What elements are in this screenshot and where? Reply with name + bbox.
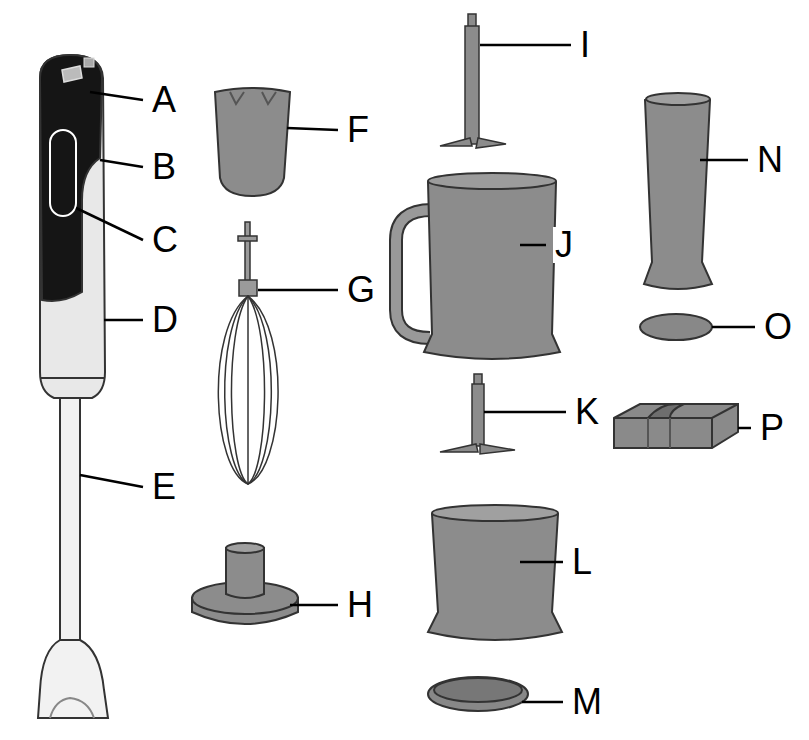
leader-lines-part — [700, 159, 748, 162]
beaker-base — [640, 314, 712, 340]
part-letter: A — [150, 82, 178, 118]
measuring-jug-part — [428, 173, 556, 189]
part-letter: L — [570, 544, 594, 580]
measuring-jug — [396, 173, 560, 359]
leader-lines-part — [520, 244, 546, 247]
chopper-bowl-part — [428, 509, 562, 640]
blending-shaft-part — [60, 398, 80, 642]
chopper-lid-part — [226, 548, 264, 598]
chopper-lid-part — [226, 543, 264, 553]
whisk-adapter-part — [215, 88, 290, 196]
blending-shaft-part — [50, 698, 94, 718]
leader-lines-part — [522, 701, 563, 704]
part-letter: E — [150, 469, 178, 505]
chopper-blade-small — [440, 374, 515, 454]
measuring-jug-part — [396, 210, 432, 338]
leader-lines-part — [76, 208, 143, 240]
leader-lines-part — [100, 160, 143, 167]
wall-holder-part — [648, 418, 670, 448]
leader-lines-part — [290, 604, 338, 607]
part-letter: I — [578, 27, 592, 63]
leader-lines-part — [480, 44, 571, 47]
measuring-jug-part — [396, 210, 432, 338]
tall-beaker — [644, 93, 712, 289]
leader-lines-part — [258, 289, 338, 292]
whisk-part — [231, 296, 264, 484]
leader-lines-part — [738, 427, 751, 430]
chopper-blade-large-part — [440, 138, 506, 148]
leader-lines-part — [520, 561, 563, 564]
whisk-adapter-part — [230, 92, 276, 104]
bowl-base-part — [428, 677, 528, 711]
whisk-part — [225, 296, 248, 484]
part-letter: D — [150, 302, 180, 338]
whisk-adapter — [215, 88, 290, 196]
motor-unit-part — [40, 55, 105, 398]
wall-holder-part — [614, 404, 738, 418]
wall-holder — [614, 404, 738, 448]
whisk-part — [239, 280, 257, 296]
leader-lines-part — [90, 92, 143, 100]
motor-unit-part — [62, 66, 82, 82]
part-letter: K — [573, 394, 601, 430]
leader-lines — [76, 45, 755, 702]
part-letter: O — [762, 309, 794, 345]
whisk-part — [248, 296, 271, 484]
part-letter: M — [570, 684, 604, 720]
whisk-part — [245, 222, 250, 282]
part-letter: G — [345, 272, 377, 308]
chopper-blade-small-part — [440, 444, 515, 454]
part-letter: B — [150, 149, 178, 185]
chopper-blade-small-part — [472, 384, 484, 446]
part-letter: C — [150, 222, 180, 258]
wall-holder-part — [711, 418, 713, 448]
motor-unit — [40, 55, 105, 398]
whisk-part — [247, 296, 249, 484]
bowl-base — [428, 677, 528, 711]
part-letter: F — [345, 112, 371, 148]
whisk-part — [218, 296, 278, 484]
part-letter: N — [755, 142, 785, 178]
leader-lines-part — [104, 319, 143, 322]
blending-shaft-part — [38, 640, 108, 718]
leader-lines-part — [484, 411, 566, 414]
part-letter: P — [758, 410, 786, 446]
chopper-blade-large-part — [465, 26, 479, 144]
wall-holder-part — [614, 404, 738, 448]
wall-holder-part — [648, 404, 684, 418]
chopper-blade-large — [440, 14, 506, 148]
measuring-jug-part — [424, 177, 560, 359]
leader-lines-part — [287, 128, 338, 130]
whisk-part — [238, 236, 257, 241]
motor-unit-part — [40, 377, 105, 379]
leader-lines-part — [712, 326, 755, 329]
beaker-base-part — [640, 314, 712, 340]
blending-shaft — [38, 398, 108, 718]
chopper-bowl — [428, 505, 562, 640]
whisk — [218, 222, 278, 484]
tall-beaker-part — [644, 96, 712, 289]
chopper-bowl-part — [432, 505, 558, 521]
leader-lines-part — [80, 475, 143, 487]
motor-unit-part — [84, 58, 94, 67]
chopper-lid — [192, 543, 298, 624]
bowl-base-part — [434, 678, 522, 702]
tall-beaker-part — [646, 93, 710, 105]
part-letter: J — [553, 227, 575, 263]
motor-unit-part — [50, 130, 76, 216]
part-letter: H — [345, 587, 375, 623]
